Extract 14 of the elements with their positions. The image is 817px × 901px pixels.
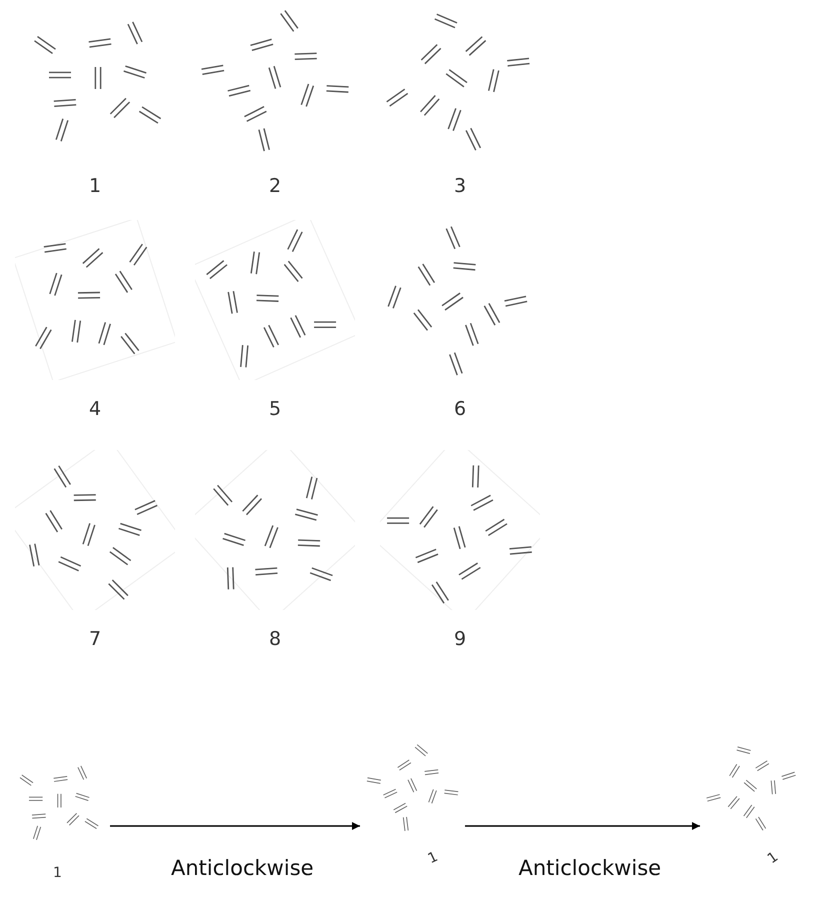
figure-number: 1 xyxy=(424,848,441,870)
figure-number: 7 xyxy=(88,628,102,650)
figure-number: 9 xyxy=(452,628,468,650)
figure-number: 4 xyxy=(88,398,102,420)
figure-number: 8 xyxy=(268,628,282,650)
figure-number: 1 xyxy=(763,848,782,870)
figure-number: 3 xyxy=(452,175,468,197)
figure-number: 2 xyxy=(268,175,282,197)
figure-number: 1 xyxy=(52,865,63,881)
figure-number: 1 xyxy=(88,175,102,197)
arrow xyxy=(465,822,700,830)
figure-number: 6 xyxy=(452,398,468,420)
arrow xyxy=(110,822,360,830)
figure-number: 5 xyxy=(268,398,282,420)
